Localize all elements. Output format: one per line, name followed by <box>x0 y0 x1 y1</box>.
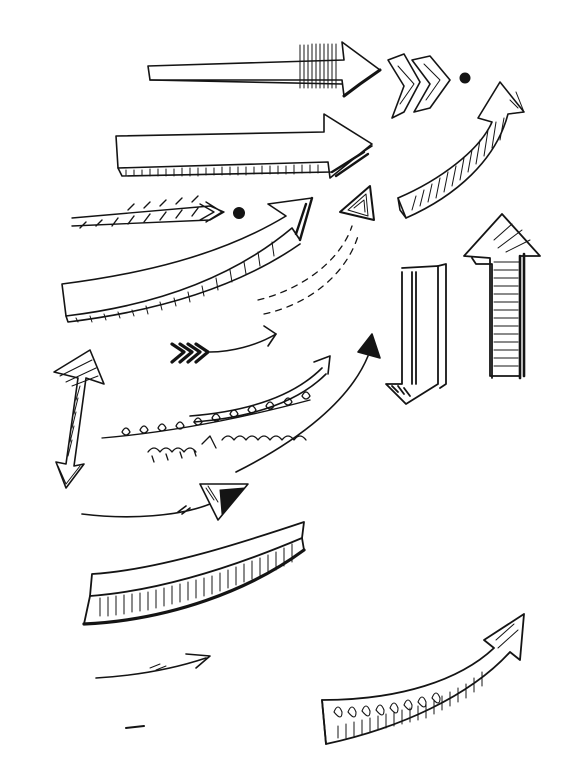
loop-row-icon <box>101 391 311 439</box>
dashed-curve-icon <box>257 225 359 315</box>
swoosh-arrow-icon <box>82 521 306 626</box>
curved-arrow-icon <box>189 355 331 423</box>
dot-icon <box>459 72 471 84</box>
ribbon-arrow-icon <box>321 613 525 745</box>
curved-arrow-up-right-icon <box>397 81 525 219</box>
double-chevron-arrowhead-icon <box>387 53 451 119</box>
dot-icon <box>233 207 245 219</box>
wavy-row-icon <box>147 435 307 463</box>
fletched-arrow-icon <box>81 483 249 521</box>
long-curved-arrow-icon <box>235 333 381 473</box>
small-arrow-icon <box>95 653 211 729</box>
up-arrow-hatched-icon <box>463 213 541 380</box>
chevron-arrow-curve-icon <box>170 325 277 364</box>
feathered-arrow-icon <box>71 195 225 229</box>
bent-arrow-up-down-icon <box>385 263 447 405</box>
double-headed-arrow-icon <box>53 349 105 489</box>
triangle-arrowhead-icon <box>339 185 375 221</box>
thick-straight-arrow-icon <box>115 113 373 179</box>
straight-arrow-hatched-icon <box>147 41 382 98</box>
large-curved-arrow-icon <box>61 196 314 323</box>
